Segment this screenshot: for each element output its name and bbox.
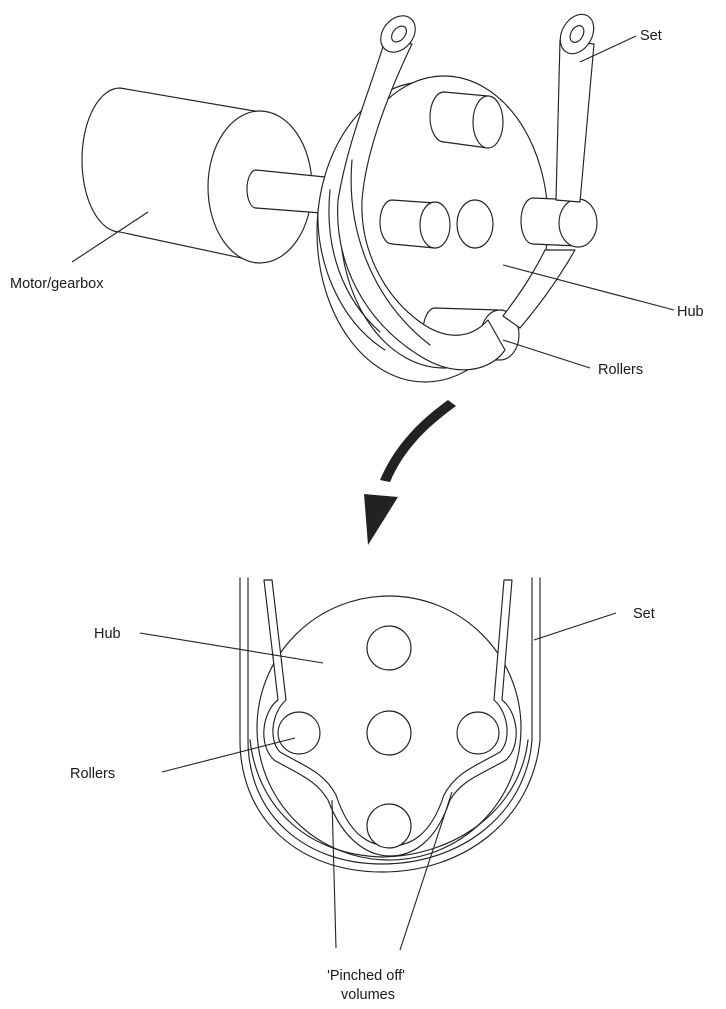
roller-bottom <box>367 804 411 848</box>
label-set-top: Set <box>640 28 662 44</box>
roller-top <box>367 626 411 670</box>
roller-left <box>278 712 320 754</box>
label-pinched-off-line2: volumes <box>341 987 395 1003</box>
roller-right <box>457 712 499 754</box>
motor-gearbox <box>82 88 335 263</box>
label-hub-front: Hub <box>94 626 121 642</box>
pump-perspective-view: Set Motor/gearbox Hub Rollers <box>10 8 704 382</box>
pump-front-view: Hub Set Rollers 'Pinched off' volumes <box>70 578 655 1003</box>
label-hub-top: Hub <box>677 304 704 320</box>
leader-rollers-top <box>503 340 590 368</box>
label-pinched-off-line1: 'Pinched off' <box>327 968 405 984</box>
label-motor-gearbox: Motor/gearbox <box>10 276 104 292</box>
leader-set-front <box>534 613 616 640</box>
label-rollers-top: Rollers <box>598 362 643 378</box>
rotation-arrow-icon <box>364 400 456 545</box>
label-rollers-front: Rollers <box>70 766 115 782</box>
label-set-front: Set <box>633 606 655 622</box>
label-pinched-off: 'Pinched off' volumes <box>327 968 409 1003</box>
roller-center <box>367 711 411 755</box>
